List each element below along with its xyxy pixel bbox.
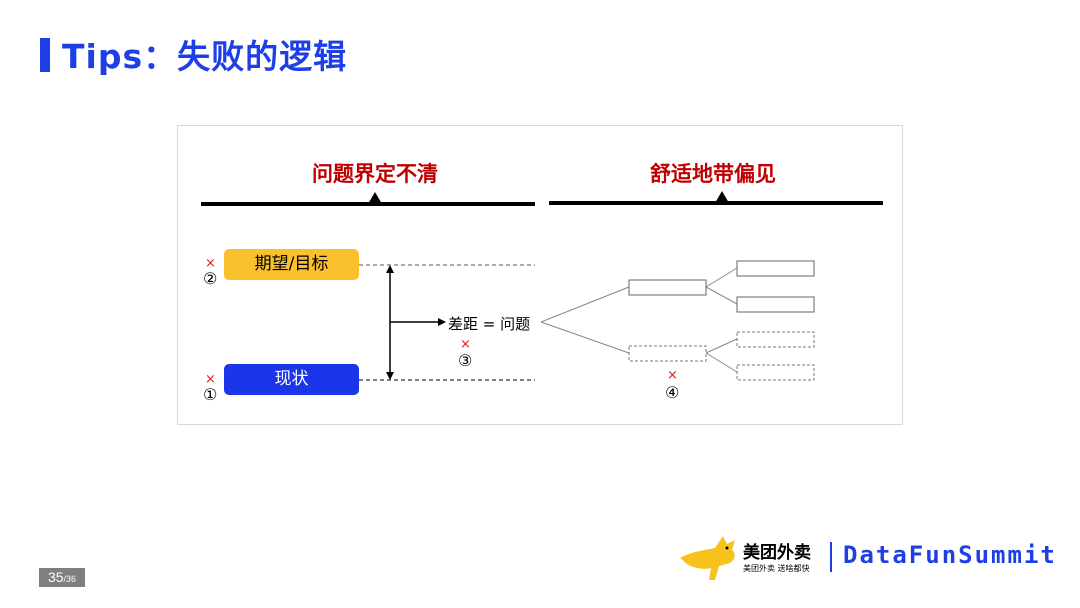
expectation-box: 期望/目标: [224, 249, 359, 280]
brand-separator: [830, 542, 832, 572]
x-mark-2: ×: [205, 256, 216, 271]
status-box: 现状: [224, 364, 359, 395]
diagram-panel: 问题界定不清 舒适地带偏见 期望/目标 现状 × ② × ① 差距 = 问题 ×…: [177, 125, 903, 425]
tree-node-alt: [628, 345, 707, 362]
x-mark-4: ×: [667, 368, 678, 383]
right-section-title: 舒适地带偏见: [650, 162, 776, 186]
page-number: 35/36: [39, 568, 85, 587]
circled-number-4: ④: [665, 383, 680, 402]
title-accent-bar: [40, 38, 50, 72]
right-pivot-triangle: [715, 191, 729, 203]
brand-chinese-name: 美团外卖: [743, 543, 811, 563]
slide-title: Tips：失败的逻辑: [62, 37, 348, 76]
datafun-summit-logo: DataFunSummit: [843, 541, 1057, 569]
footer-brand: 美团外卖 美团外卖 送啥都快 DataFunSummit: [675, 530, 1075, 590]
circled-number-1: ①: [203, 385, 218, 404]
tree-node-alt-leaf-2: [736, 364, 815, 381]
x-mark-1: ×: [205, 372, 216, 387]
gap-label: 差距 = 问题: [448, 315, 531, 333]
x-mark-3: ×: [460, 337, 471, 352]
tree-node-leaf-1: [736, 260, 815, 277]
tree-node-alt-leaf-1: [736, 331, 815, 348]
tree-node-leaf-2: [736, 296, 815, 313]
circled-number-3: ③: [458, 351, 473, 370]
circled-number-2: ②: [203, 269, 218, 288]
left-section-title: 问题界定不清: [312, 162, 438, 186]
brand-slogan: 美团外卖 送啥都快: [743, 564, 810, 573]
kangaroo-logo-icon: [680, 536, 735, 580]
diagram-lines: [201, 191, 883, 381]
left-pivot-triangle: [368, 192, 382, 204]
tree-node-main: [628, 279, 707, 296]
